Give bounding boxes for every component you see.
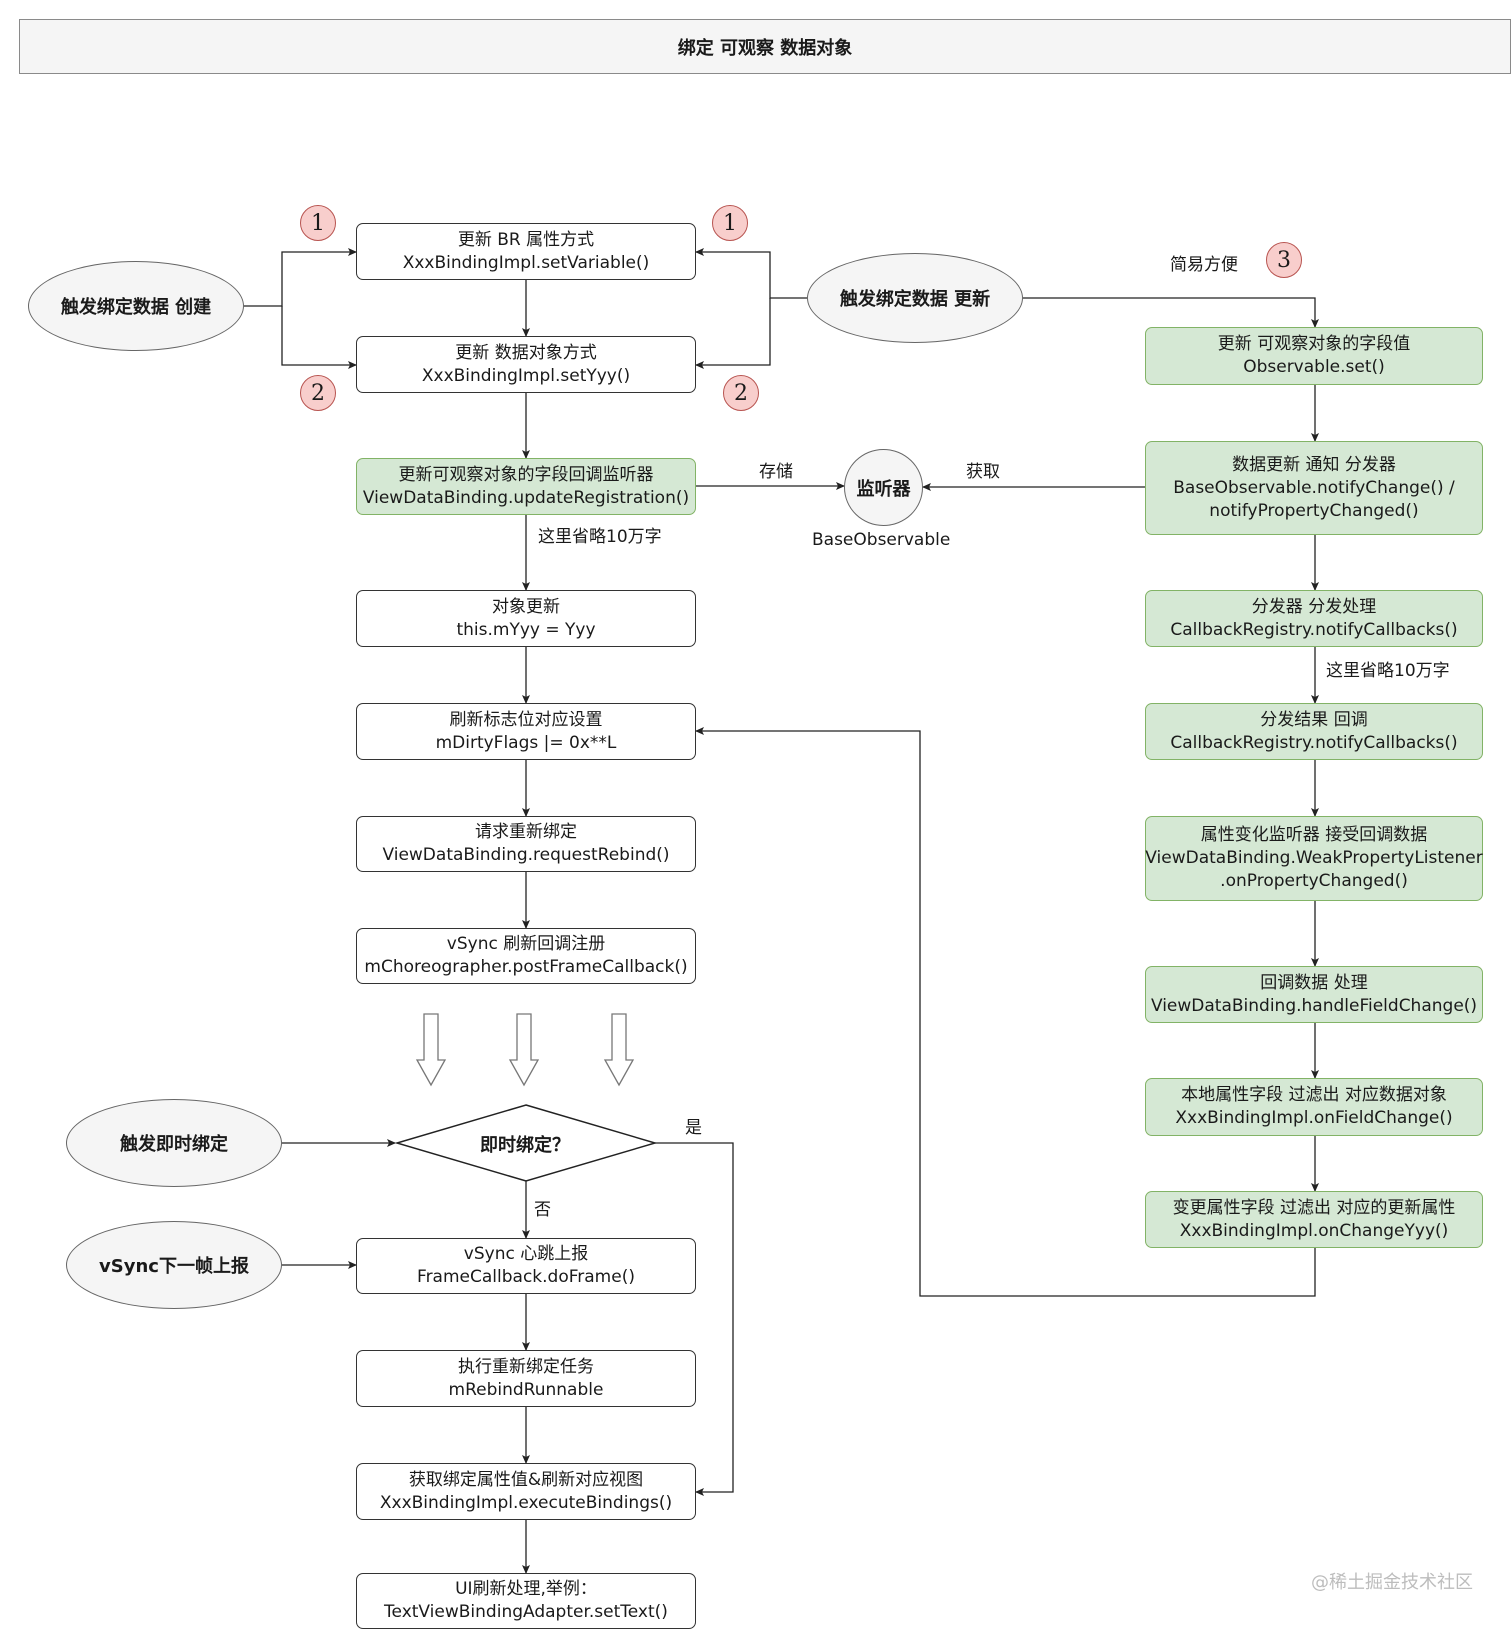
decision-no-label: 否 bbox=[534, 1200, 551, 1220]
badge-2-right: 2 bbox=[723, 375, 759, 411]
block-arrow-icon bbox=[415, 1013, 447, 1087]
trigger-create-ellipse: 触发绑定数据 创建 bbox=[28, 261, 244, 351]
edge-yes-to-executebindings bbox=[655, 1142, 734, 1496]
trigger-update-ellipse: 触发绑定数据 更新 bbox=[807, 253, 1023, 343]
trigger-vsync-ellipse: vSync下一帧上报 bbox=[66, 1221, 282, 1309]
label-omit-left: 这里省略10万字 bbox=[538, 527, 662, 547]
diagram-title: 绑定 可观察 数据对象 bbox=[19, 19, 1511, 74]
edge-loop-to-dirtyflags bbox=[695, 727, 1316, 1297]
trigger-immediate-ellipse: 触发即时绑定 bbox=[66, 1099, 282, 1187]
listener-circle: 监听器 bbox=[844, 449, 923, 526]
badge-3: 3 bbox=[1266, 242, 1302, 278]
block-arrow-icon bbox=[508, 1013, 540, 1087]
badge-1-right: 1 bbox=[712, 205, 748, 241]
watermark: @稀土掘金技术社区 bbox=[1311, 1572, 1473, 1593]
edge-create-to-setyyy bbox=[281, 306, 357, 369]
edge-update-to-setvariable bbox=[695, 248, 807, 299]
decision-yes-label: 是 bbox=[685, 1118, 702, 1138]
badge-2-left: 2 bbox=[300, 375, 336, 411]
badge-1-left: 1 bbox=[300, 205, 336, 241]
label-fetch: 获取 bbox=[966, 462, 1000, 482]
box-set-text: UI刷新处理,举例：TextViewBindingAdapter.setText… bbox=[356, 1573, 696, 1629]
decision-label: 即时绑定？ bbox=[480, 1135, 570, 1156]
edge-update-to-setyyy bbox=[695, 298, 771, 369]
label-store: 存储 bbox=[759, 462, 793, 482]
decision-diamond bbox=[394, 1104, 658, 1182]
edge-update-to-observable-set bbox=[1023, 297, 1319, 328]
label-omit-right: 这里省略10万字 bbox=[1326, 661, 1450, 681]
block-arrow-icon bbox=[603, 1013, 635, 1087]
edge-create-to-setvariable bbox=[244, 248, 357, 307]
listener-caption: BaseObservable bbox=[812, 530, 951, 550]
label-simple: 简易方便 bbox=[1170, 255, 1238, 275]
